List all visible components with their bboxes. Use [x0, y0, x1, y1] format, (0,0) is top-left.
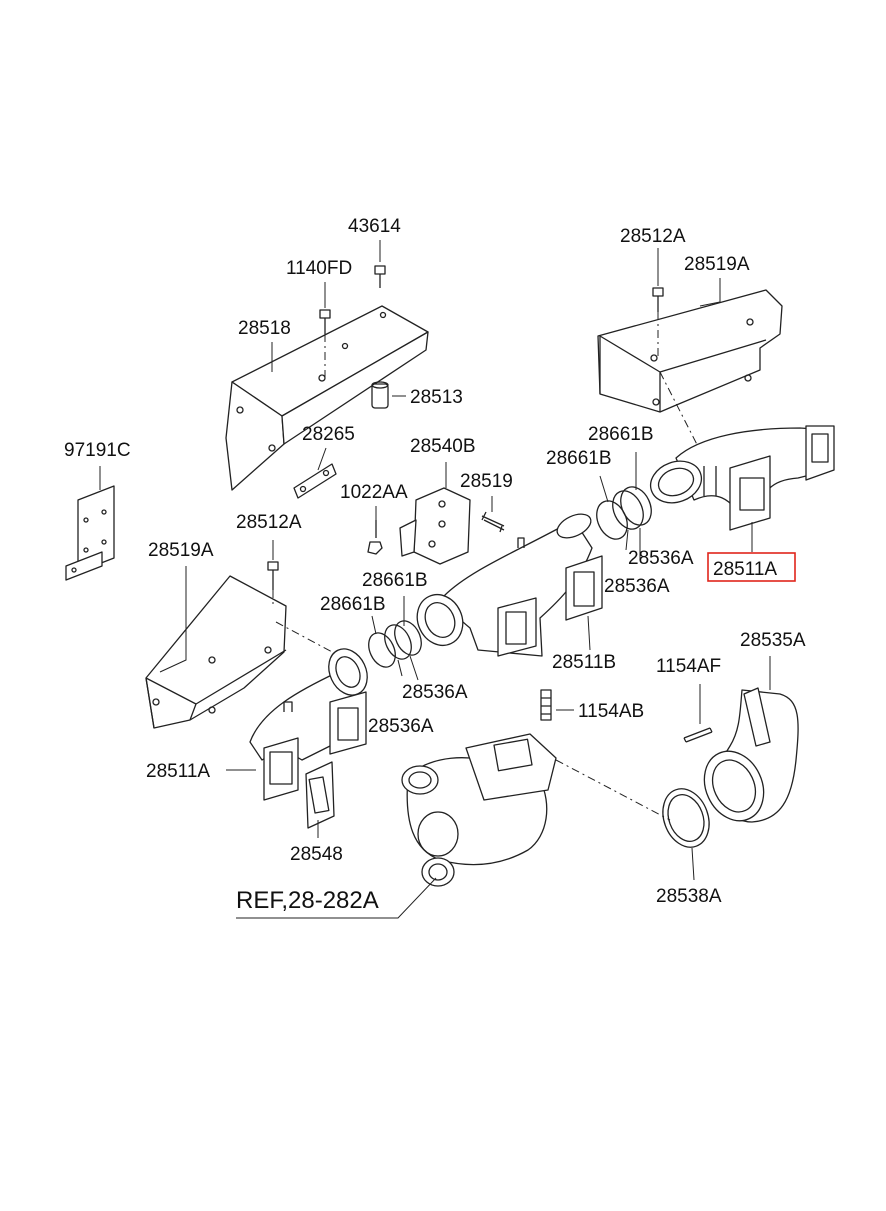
exhaust-manifold-28511a-right — [649, 425, 835, 531]
label-28661b-left-2[interactable]: 28661B — [320, 594, 386, 615]
label-28536a-left-1[interactable]: 28536A — [402, 682, 468, 703]
bolt-1140fd — [319, 309, 331, 378]
label-28536a-right-1[interactable]: 28536A — [628, 548, 694, 569]
bolt-1022aa — [367, 520, 383, 555]
label-1022aa[interactable]: 1022AA — [340, 482, 408, 503]
label-28535a[interactable]: 28535A — [740, 630, 806, 651]
seal-rings-left — [368, 620, 422, 668]
stud-1154af — [683, 727, 713, 743]
label-43614[interactable]: 43614 — [348, 216, 401, 237]
label-97191c[interactable]: 97191C — [64, 440, 131, 461]
label-28513[interactable]: 28513 — [410, 387, 463, 408]
plate-28265 — [293, 463, 337, 499]
label-28519a-left[interactable]: 28519A — [148, 540, 214, 561]
label-28536a-left-2[interactable]: 28536A — [368, 716, 434, 737]
gasket-28548 — [305, 761, 335, 829]
exhaust-manifold-28511b — [416, 513, 603, 657]
bolt-28512a-top — [652, 287, 664, 356]
label-1154af[interactable]: 1154AF — [656, 656, 721, 677]
label-28536a-right-2[interactable]: 28536A — [604, 576, 670, 597]
label-28661b-left-1[interactable]: 28661B — [362, 570, 428, 591]
seal-rings-right — [596, 486, 652, 540]
part-labels: 43614 1140FD 28518 28513 28265 97191C 10… — [64, 216, 806, 914]
bolt-43614 — [374, 265, 386, 288]
label-1140fd[interactable]: 1140FD — [286, 258, 352, 279]
stud-1154ab — [540, 689, 552, 721]
leader-lines — [99, 240, 771, 919]
label-28512a-left[interactable]: 28512A — [236, 512, 302, 533]
label-28519[interactable]: 28519 — [460, 471, 513, 492]
label-28511a-right[interactable]: 28511A — [713, 559, 777, 580]
exhaust-manifold-28511a-left — [249, 648, 368, 801]
label-1154ab[interactable]: 1154AB — [578, 701, 644, 722]
label-28512a-top[interactable]: 28512A — [620, 226, 686, 247]
bracket-28540b — [399, 487, 471, 565]
label-28511a-left[interactable]: 28511A — [146, 761, 210, 782]
bracket-28518 — [225, 305, 429, 491]
heat-shield-28519a-left — [145, 575, 337, 729]
label-28511b[interactable]: 28511B — [552, 652, 616, 673]
label-28548[interactable]: 28548 — [290, 844, 343, 865]
label-28540b[interactable]: 28540B — [410, 436, 476, 457]
clamp-28538a — [662, 788, 710, 848]
label-28265[interactable]: 28265 — [302, 424, 355, 445]
shield-97191c — [65, 485, 115, 581]
label-28661b-right-2[interactable]: 28661B — [546, 448, 612, 469]
label-28518[interactable]: 28518 — [238, 318, 291, 339]
label-ref-28-282a[interactable]: REF,28-282A — [236, 887, 379, 914]
exhaust-elbow-28535a — [703, 687, 799, 823]
label-28519a-top[interactable]: 28519A — [684, 254, 750, 275]
sleeve-28513 — [371, 381, 389, 409]
highlight-box-28511a — [707, 552, 796, 582]
bolt-28512a-left — [267, 561, 279, 606]
label-28661b-right-1[interactable]: 28661B — [588, 424, 654, 445]
turbocharger — [401, 733, 671, 887]
stud-28519 — [481, 511, 505, 533]
label-28538a[interactable]: 28538A — [656, 886, 722, 907]
